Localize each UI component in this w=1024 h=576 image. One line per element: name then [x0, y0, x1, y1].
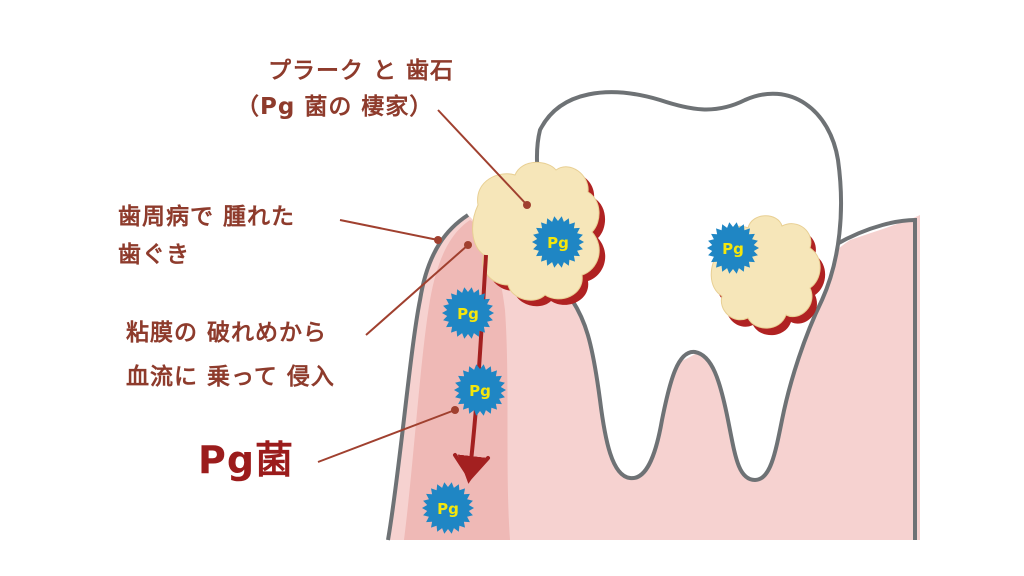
gum-edge-line-right [834, 217, 917, 540]
plaque-left [472, 161, 600, 301]
bacteria-spikes [707, 222, 759, 274]
leader-plaque [437, 109, 528, 206]
label-plaque-line2: （Pg 菌の 棲家） [236, 94, 434, 120]
leader-plaque-dot [523, 201, 531, 209]
label-bacteria: Pg菌 [198, 438, 295, 482]
bacteria-badge-label: Pg [547, 234, 569, 252]
label-invasion-line1: 粘膜の 破れめから [126, 320, 328, 346]
leader-bacteria-dot [451, 406, 459, 414]
bacteria-badge-label: Pg [722, 240, 744, 258]
pg-bacteria-gum-1: Pg [442, 287, 494, 339]
bacteria-spikes [532, 216, 584, 268]
pg-bacteria-plaque-right: Pg [707, 222, 759, 274]
bacteria-spikes [442, 287, 494, 339]
pg-bacteria-plaque-left: Pg [532, 216, 584, 268]
leader-invasion-dot [464, 241, 472, 249]
leader-gum-dot [434, 236, 442, 244]
arrowhead-left-wing [453, 453, 490, 482]
leader-invasion [365, 244, 469, 336]
bacteria-spikes [454, 364, 506, 416]
bacteria-badge-label: Pg [469, 382, 491, 400]
label-plaque-line1: プラーク と 歯石 [268, 58, 455, 84]
bacteria-badge-label: Pg [457, 305, 479, 323]
bacteria-badge-label: Pg [437, 500, 459, 518]
label-gum-line2: 歯ぐき [118, 242, 190, 268]
pg-bacteria-gum-2: Pg [454, 364, 506, 416]
invasion-arrow [457, 254, 488, 484]
pg-bacteria-gum-3: Pg [422, 482, 474, 534]
leader-gum [339, 219, 439, 241]
label-gum-line1: 歯周病で 腫れた [118, 204, 296, 230]
label-invasion-line2: 血流に 乗って 侵入 [126, 364, 335, 390]
leader-bacteria [317, 409, 456, 463]
tooth [534, 90, 844, 483]
gum-edge-line [386, 213, 470, 541]
bacteria-spikes [422, 482, 474, 534]
